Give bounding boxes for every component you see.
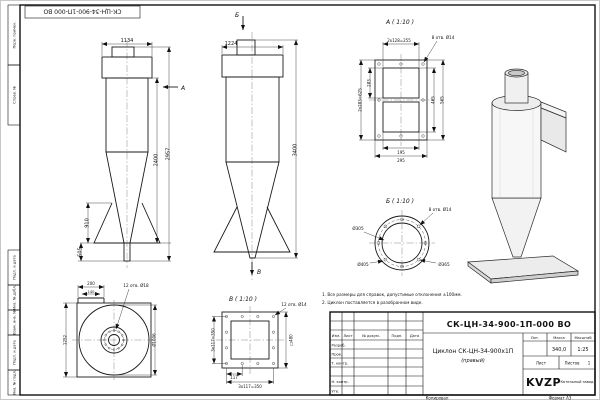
section-b: Б ( 1:10 ) 8 отв. Ø14 Ø305 Ø405 Ø365 bbox=[352, 198, 452, 276]
dim-a-bottom2: 295 bbox=[397, 158, 405, 163]
section-a-title: А ( 1:10 ) bbox=[385, 19, 414, 26]
company-name: Котельный завод bbox=[560, 380, 594, 384]
dim-front-body-height: 2400 bbox=[154, 154, 160, 167]
dim-b-bolt: Ø365 bbox=[438, 262, 450, 267]
dim-a-top: 2х128=255 bbox=[387, 38, 411, 43]
bottom-margin: Копировал Формат А3 bbox=[426, 395, 572, 400]
company-logo: KVZP bbox=[526, 376, 561, 389]
tb-designation: СК-ЦН-34-900-1П-000 ВО bbox=[447, 320, 571, 329]
strip-label: Взам. инв. № bbox=[12, 310, 16, 335]
holes-volute-label: 12 отв. Ø18 bbox=[123, 283, 149, 288]
note-line: 1. Все размеры для справок, допустимые о… bbox=[322, 292, 462, 297]
dim-volute-dia: Ø1006 bbox=[152, 333, 157, 347]
tb-product-name: Циклон СК-ЦН-34-900х1П bbox=[433, 348, 514, 355]
section-a: А ( 1:10 ) 2х128=255 8 отв. Ø14 283 2х28… bbox=[358, 19, 455, 163]
strip-label: Справ. № bbox=[12, 86, 16, 104]
format-label: Формат А3 bbox=[549, 395, 572, 400]
tb-mass-label: Масса bbox=[553, 336, 564, 340]
tb-col-podp: Подп. bbox=[392, 334, 403, 338]
tb-role: Н. контр. bbox=[332, 380, 349, 384]
dim-a-left1: 283 bbox=[367, 79, 372, 87]
holes-v-label: 12 отв. Ø14 bbox=[281, 302, 307, 307]
top-designation: СК-ЦН-34-900-1П-000 ВО bbox=[24, 5, 141, 19]
view-volute: 200 140 12 отв. Ø18 1252 Ø1006 bbox=[63, 281, 157, 380]
strip-label: Подп. и дата bbox=[12, 255, 16, 279]
dim-v-square: □480 bbox=[289, 334, 294, 346]
strip-label: Перв. примен. bbox=[12, 22, 16, 49]
dim-a-right1: 465 bbox=[431, 96, 436, 104]
dim-side-width: 1224 bbox=[225, 41, 238, 47]
dim-b-outer: Ø405 bbox=[357, 262, 369, 267]
dim-side-height: 3400 bbox=[293, 144, 299, 157]
notes: 1. Все размеры для справок, допустимые о… bbox=[322, 292, 462, 305]
tb-sheet-label: Лист bbox=[536, 361, 547, 366]
tb-scale-label: Масштаб bbox=[574, 336, 592, 340]
dim-v-pitch: 117 bbox=[230, 375, 238, 380]
tb-sheets-label: Листов bbox=[565, 361, 581, 366]
dim-b-inner: Ø305 bbox=[352, 226, 364, 231]
dim-v-col: 3х117=350 bbox=[211, 328, 216, 352]
view-b-mark: Б bbox=[235, 12, 239, 19]
tb-role: Пров. bbox=[332, 353, 342, 357]
dim-front-skirt: 910 bbox=[85, 218, 91, 228]
top-designation-text: СК-ЦН-34-900-1П-000 ВО bbox=[43, 8, 121, 15]
dim-volute-top1: 200 bbox=[87, 281, 95, 286]
strip-label: Инв. № дубл. bbox=[12, 285, 16, 310]
dim-a-right2: 565 bbox=[440, 96, 445, 104]
view-3d bbox=[467, 68, 580, 284]
view-side: Б 1224 3400 В bbox=[213, 12, 299, 282]
tb-sheets-value: 1 bbox=[588, 361, 591, 366]
section-b-title: Б ( 1:10 ) bbox=[386, 198, 414, 205]
tb-scale-value: 1:25 bbox=[577, 347, 588, 353]
strip-label: Инв. № подл. bbox=[12, 370, 16, 395]
dim-front-total-height: 2957 bbox=[166, 148, 172, 161]
dim-front-width: 1134 bbox=[121, 38, 134, 44]
holes-a-label: 8 отв. Ø14 bbox=[432, 35, 455, 40]
tb-lit-label: Лит. bbox=[531, 336, 539, 340]
dim-volute-height: 1252 bbox=[63, 334, 68, 345]
dim-a-bottom1: 195 bbox=[397, 150, 405, 155]
note-line: 2. Циклон поставляется в разобранном вид… bbox=[322, 300, 423, 305]
dim-volute-top2: 140 bbox=[88, 290, 96, 294]
tb-col-data: Дата bbox=[410, 334, 419, 338]
tb-role: Утв. bbox=[332, 390, 340, 394]
dim-front-outlet: 505 bbox=[78, 247, 84, 257]
cut-arrow-v-label: В bbox=[257, 269, 261, 276]
copied-label: Копировал bbox=[426, 395, 449, 400]
tb-role: Т. контр. bbox=[331, 362, 349, 366]
tb-mass-value: 340,0 bbox=[552, 347, 566, 353]
title-block: Изм. Лист № докум. Подп. Дата Разраб. Пр… bbox=[329, 311, 596, 396]
dim-v-row: 3х117=350 bbox=[238, 384, 262, 389]
tb-col-list: Лист bbox=[343, 334, 352, 338]
tb-col-izm: Изм. bbox=[332, 334, 340, 338]
section-v: В ( 1:10 ) 12 отв. Ø14 117 3х117=350 3х1… bbox=[211, 296, 308, 389]
left-margin-strip: Перв. примен. Справ. № Подп. и дата Инв.… bbox=[7, 4, 21, 396]
tb-col-doc: № докум. bbox=[362, 334, 380, 338]
holes-b-label: 8 отв. Ø14 bbox=[429, 207, 452, 212]
tb-role: Разраб. bbox=[332, 344, 346, 348]
tb-product-variant: (правый) bbox=[461, 358, 485, 364]
dim-a-left2: 2х283=625 bbox=[358, 88, 363, 112]
section-v-title: В ( 1:10 ) bbox=[229, 296, 257, 303]
cut-arrow-a-label: А bbox=[180, 85, 185, 92]
strip-label: Подп. и дата bbox=[12, 340, 16, 364]
view-front: 1134 2400 2957 910 505 А bbox=[78, 38, 185, 268]
